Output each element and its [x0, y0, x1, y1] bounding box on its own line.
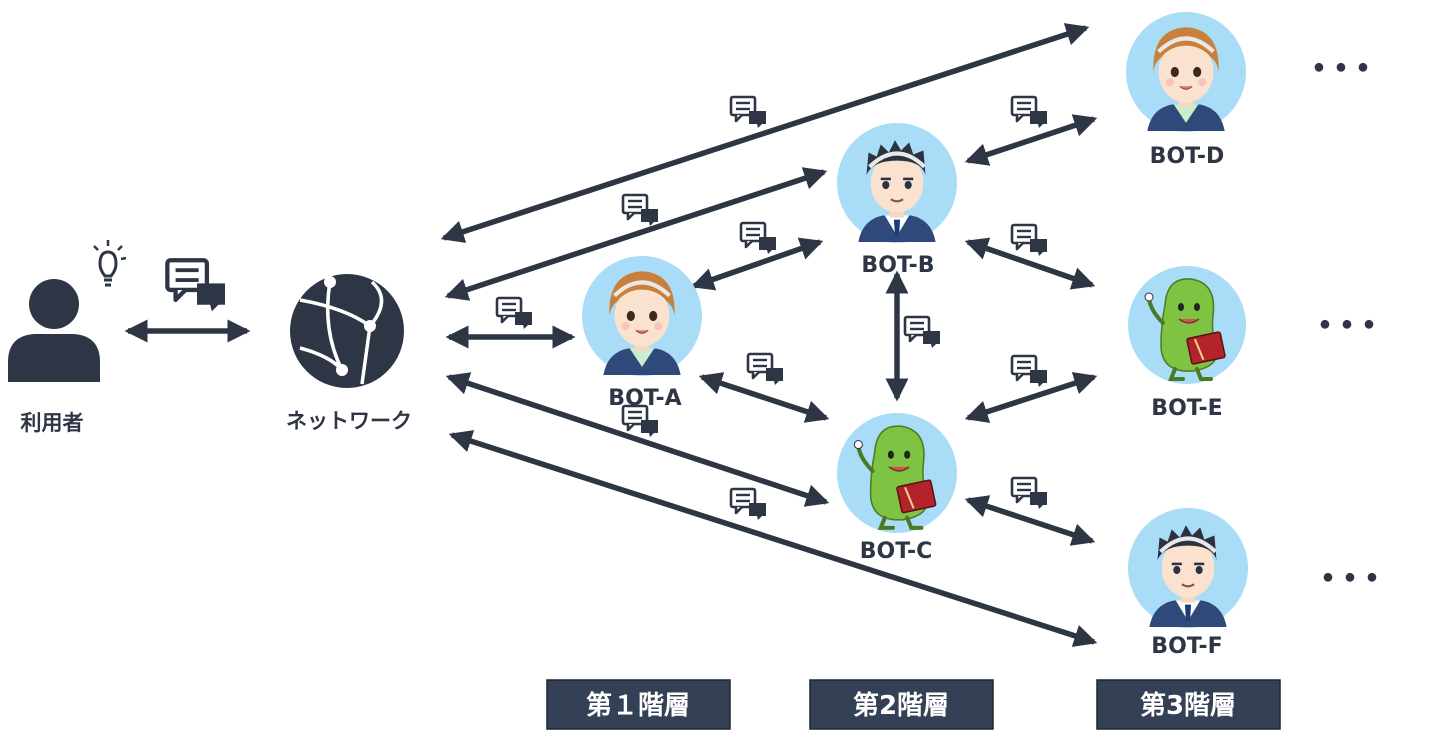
female-operator-avatar — [1126, 12, 1246, 132]
bot-d-label: BOT-D — [1150, 144, 1225, 169]
arrow-bot-c-bot-e — [964, 372, 1098, 423]
bot-c-node: BOT-C — [837, 413, 957, 564]
bot-b-node: BOT-B — [837, 123, 957, 278]
chat-bubbles-icon — [1010, 354, 1049, 388]
chat-bubbles-icon — [739, 221, 778, 255]
bot-a-label: BOT-A — [608, 386, 681, 411]
svg-text:第3階層: 第3階層 — [1140, 690, 1236, 721]
arrow-network-bot-b — [444, 167, 828, 301]
green-mascot-avatar — [837, 413, 957, 533]
chat-bubbles-icon — [621, 193, 660, 227]
bot-f-node: BOT-F — [1128, 508, 1248, 659]
chat-bubbles-icon — [495, 296, 534, 330]
chat-bubbles-icon — [1010, 95, 1049, 129]
male-operator-avatar — [1128, 508, 1248, 628]
arrow-bot-b-bot-e — [964, 237, 1096, 290]
bot-f-label: BOT-F — [1151, 634, 1222, 659]
arrow-bot-a-bot-c — [698, 372, 830, 423]
network-node: ネットワーク — [286, 274, 412, 433]
bot-d-node: BOT-D — [1126, 12, 1246, 169]
svg-text:第2階層: 第2階層 — [853, 690, 949, 721]
green-mascot-avatar — [1127, 265, 1247, 385]
chat-bubbles-icon — [729, 487, 768, 521]
chat-bubbles-icon — [746, 352, 785, 386]
lightbulb-icon — [93, 240, 127, 287]
tier-label-3: 第3階層 — [1096, 679, 1281, 730]
continuation-dots-d: ･･･ — [1308, 44, 1374, 95]
person-icon — [8, 279, 100, 382]
svg-text:第１階層: 第１階層 — [586, 690, 690, 721]
arrow-bot-b-bot-d — [964, 114, 1098, 166]
tier-label-1: 第１階層 — [546, 679, 731, 730]
user-node: 利用者 — [8, 240, 127, 435]
arrow-bot-a-bot-b — [690, 237, 824, 291]
chat-bubbles-icon — [1010, 476, 1049, 510]
bot-c-label: BOT-C — [860, 539, 933, 564]
bot-a-node: BOT-A — [582, 256, 702, 411]
continuation-dots-f: ･･･ — [1317, 554, 1383, 605]
arrow-network-bot-d — [440, 23, 1090, 243]
bot-e-label: BOT-E — [1151, 396, 1222, 421]
arrow-bot-c-bot-f — [964, 495, 1096, 546]
male-operator-avatar — [837, 123, 957, 243]
arrow-network-bot-f — [448, 430, 1098, 647]
network-globe-icon — [290, 274, 404, 388]
tier-label-2: 第2階層 — [809, 679, 994, 730]
user-label: 利用者 — [21, 411, 84, 435]
bot-e-node: BOT-E — [1127, 265, 1247, 421]
bot-b-label: BOT-B — [861, 253, 934, 278]
female-operator-avatar — [582, 256, 702, 376]
connectors — [124, 23, 1098, 647]
chat-bubbles-icon — [729, 95, 768, 129]
continuation-dots-e: ･･･ — [1314, 301, 1380, 352]
chat-bubbles-icon — [903, 315, 942, 349]
chat-bubbles-icon — [167, 260, 225, 311]
network-label: ネットワーク — [286, 409, 412, 433]
chat-bubbles-icon — [1010, 223, 1049, 257]
